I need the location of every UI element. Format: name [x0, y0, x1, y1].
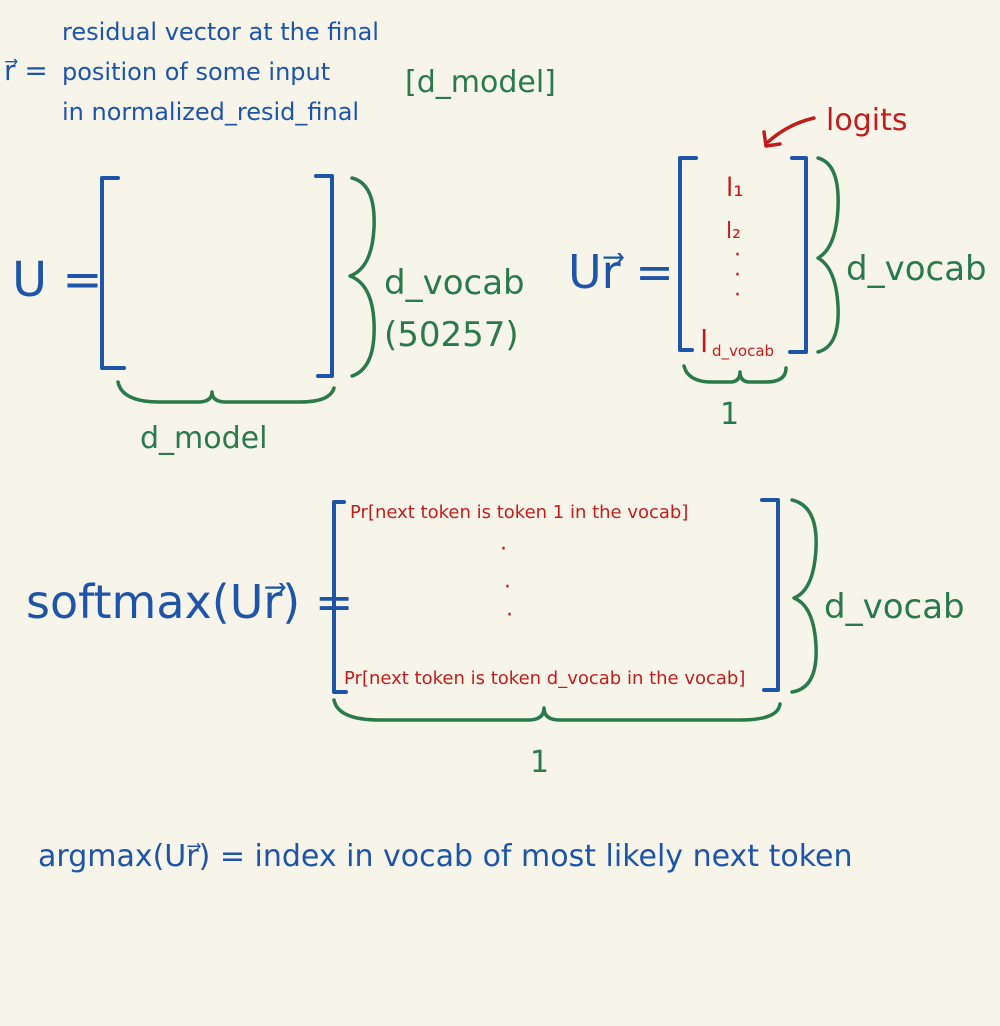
argmax-text: argmax(Ur⃗) = index in vocab of most lik…	[38, 839, 852, 874]
softmax-dot-1: ·	[500, 537, 507, 562]
U-rows-label: d_vocab	[384, 263, 525, 303]
U-rows-count: (50257)	[384, 315, 519, 355]
softmax-left-bracket	[332, 500, 348, 694]
logit-dot-2: ·	[734, 263, 741, 288]
r-shape-label: [d_model]	[405, 65, 556, 100]
softmax-last-entry: Pr[next token is token d_vocab in the vo…	[344, 668, 745, 689]
r-vector-lhs: r⃗ =	[4, 54, 48, 87]
Ur-cols-label: 1	[720, 397, 739, 432]
U-matrix: U = d_vocab (50257) d_model	[12, 174, 525, 456]
softmax-dot-3: ·	[506, 603, 513, 628]
logit-entry-last: l	[700, 325, 708, 360]
U-left-bracket	[100, 176, 126, 370]
U-cols-label: d_model	[140, 421, 267, 456]
softmax-cols-label: 1	[530, 745, 549, 780]
r-def-line-2: position of some input	[62, 58, 330, 86]
softmax-lhs: softmax(Ur⃗) =	[26, 575, 353, 629]
U-right-bracket	[314, 174, 334, 378]
softmax-first-entry: Pr[next token is token 1 in the vocab]	[350, 502, 688, 523]
Ur-right-bracket	[788, 156, 808, 354]
softmax-rows-brace	[790, 498, 818, 694]
Ur-vector: Ur⃗ = l₁ l₂ · · · l d_vocab logits d_voc…	[568, 103, 987, 432]
Ur-lhs: Ur⃗ =	[568, 245, 674, 299]
logits-arrow-head	[762, 130, 782, 148]
logits-annotation: logits	[826, 103, 907, 138]
Ur-left-bracket	[678, 156, 698, 352]
softmax-dot-2: ·	[504, 575, 511, 600]
softmax-vector: softmax(Ur⃗) = Pr[next token is token 1 …	[26, 498, 965, 780]
Ur-rows-brace	[816, 156, 840, 354]
Ur-cols-brace	[682, 364, 788, 384]
logits-arrow-shaft	[766, 116, 816, 144]
argmax-statement: argmax(Ur⃗) = index in vocab of most lik…	[38, 839, 852, 874]
logit-dot-3: ·	[734, 283, 741, 308]
softmax-rows-label: d_vocab	[824, 587, 965, 627]
logit-entry-last-subscript: d_vocab	[712, 342, 774, 361]
logit-entry-1: l₁	[726, 173, 744, 203]
Ur-rows-label: d_vocab	[846, 249, 987, 289]
r-def-line-3: in normalized_resid_final	[62, 98, 359, 126]
U-cols-brace	[116, 380, 336, 404]
logit-entry-2: l₂	[726, 219, 741, 244]
softmax-right-bracket	[760, 498, 780, 692]
U-rows-brace	[348, 176, 376, 378]
U-lhs: U =	[12, 252, 103, 308]
r-definition: r⃗ = residual vector at the final positi…	[4, 18, 556, 126]
r-def-line-1: residual vector at the final	[62, 18, 379, 46]
softmax-cols-brace	[332, 698, 782, 722]
logit-dot-1: ·	[734, 243, 741, 268]
